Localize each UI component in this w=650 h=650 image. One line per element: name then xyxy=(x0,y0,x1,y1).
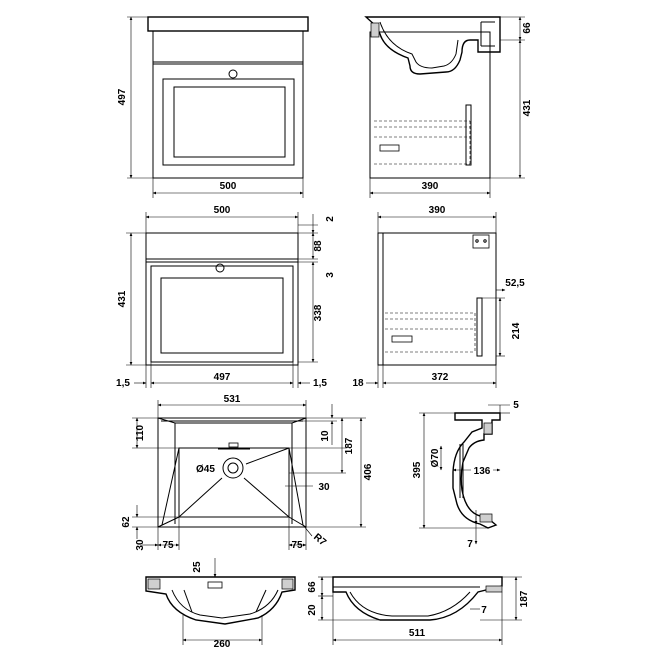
section-hatch-bottom xyxy=(479,513,493,523)
dim-bs-7: 7 xyxy=(481,605,487,616)
dim-front-cab-left-gap: 1,5 xyxy=(116,378,130,389)
dim-plan-top-10: 10 xyxy=(320,430,331,442)
dim-plan-depth-406: 406 xyxy=(363,463,374,480)
side-unit-body xyxy=(369,31,491,179)
dim-front-basin-width: 500 xyxy=(220,181,237,192)
basin-front-bowl xyxy=(171,589,279,619)
dim-bs-511: 511 xyxy=(409,628,426,639)
basin-plan-view: 531 110 10 187 406 Ø45 30 62 xyxy=(121,394,374,551)
basin-side-outline xyxy=(332,576,503,621)
dim-sec-395: 395 xyxy=(412,461,423,478)
cabinet-drawer-panel xyxy=(160,277,284,354)
basin-outline xyxy=(157,417,307,528)
dim-plan-waste: Ø45 xyxy=(196,464,215,475)
side-view-cabinet: 390 52,5 214 18 372 xyxy=(352,205,525,389)
basin-side-bowl xyxy=(349,591,471,617)
cabinet-tap-hole xyxy=(215,263,225,273)
dim-plan-left-inset: 110 xyxy=(135,424,146,441)
cabinet-body xyxy=(145,232,299,366)
waste-outlet xyxy=(222,457,244,479)
overflow-slot xyxy=(228,442,239,448)
dim-plan-62: 62 xyxy=(121,516,132,528)
side-view-with-basin: 66 431 390 xyxy=(364,16,533,198)
dim-front-cab-top-gap: 2 xyxy=(325,216,336,222)
dim-side-cab-offset: 52,5 xyxy=(505,278,525,289)
dim-bs-187: 187 xyxy=(519,590,530,607)
side-drawer-handle xyxy=(391,335,413,343)
drawer-front-inner-panel xyxy=(173,86,286,158)
basin-bowl-inner xyxy=(379,21,459,69)
drawer-front-outer xyxy=(162,78,295,166)
dim-plan-depth-187: 187 xyxy=(344,437,355,454)
basin-side-section: 5 395 Ø70 136 7 xyxy=(412,400,519,550)
front-overflow xyxy=(207,581,223,589)
dim-sec-70: Ø70 xyxy=(430,448,441,467)
dim-front-cab-height: 431 xyxy=(117,290,128,307)
dim-sec-7: 7 xyxy=(467,539,473,550)
dim-side-basin-height: 431 xyxy=(522,99,533,116)
basin-side-elevation: 66 20 7 187 511 xyxy=(307,576,530,645)
drawer-handle xyxy=(379,144,400,152)
cabinet-drawer-front xyxy=(150,265,294,363)
vanity-unit-body xyxy=(152,30,304,179)
dim-bf-25: 25 xyxy=(192,561,203,573)
tap-hole xyxy=(228,69,238,79)
dim-front-basin-height: 497 xyxy=(117,88,128,105)
dim-bf-66: 66 xyxy=(307,581,318,593)
basin-front-elevation: 25 260 xyxy=(145,558,296,650)
front-view-cabinet: 2 88 3 338 500 431 1,5 497 1,5 xyxy=(116,205,336,389)
dim-front-cab-drawer-width: 497 xyxy=(214,372,231,383)
section-profile xyxy=(452,412,501,529)
dim-front-cab-right-gap: 1,5 xyxy=(313,378,327,389)
dim-plan-75-left: 75 xyxy=(162,540,174,551)
front-hatch-right xyxy=(281,578,294,590)
drawer-runner xyxy=(476,297,483,357)
basin-front-outline xyxy=(145,576,296,625)
dim-side-cab-drawer-height: 214 xyxy=(511,322,522,339)
dim-side-basin-depth: 390 xyxy=(422,181,439,192)
dim-side-cab-drawer-depth: 372 xyxy=(432,372,449,383)
section-hatch-top xyxy=(483,422,493,435)
dim-front-cab-width: 500 xyxy=(214,205,231,216)
basin-bowl xyxy=(178,447,290,518)
dim-plan-30-right: 30 xyxy=(318,482,330,493)
basin-rim xyxy=(147,16,309,32)
dim-plan-30-left: 30 xyxy=(135,539,146,551)
dim-front-cab-top-rail: 88 xyxy=(313,240,324,252)
dim-side-basin-top: 66 xyxy=(522,22,533,34)
dim-plan-radius: R7 xyxy=(311,532,328,549)
front-hatch-left xyxy=(147,578,161,590)
dim-side-cab-depth: 390 xyxy=(429,205,446,216)
wall-bracket xyxy=(472,234,490,249)
dim-plan-width: 531 xyxy=(224,394,241,405)
dim-bf-20: 20 xyxy=(307,604,318,616)
basin-profile xyxy=(364,16,501,75)
dim-side-cab-back: 18 xyxy=(352,378,364,389)
side-cabinet-body xyxy=(377,232,497,366)
dim-bf-260: 260 xyxy=(214,639,231,650)
dim-sec-136: 136 xyxy=(474,466,491,477)
basin-lip xyxy=(370,22,380,38)
front-view-with-basin: 497 500 xyxy=(117,16,309,198)
dim-sec-5: 5 xyxy=(513,400,519,411)
dim-front-cab-gap: 3 xyxy=(325,272,336,278)
dim-front-cab-drawer: 338 xyxy=(313,304,324,321)
dim-plan-75-right: 75 xyxy=(291,540,303,551)
side-hatch xyxy=(485,585,503,593)
